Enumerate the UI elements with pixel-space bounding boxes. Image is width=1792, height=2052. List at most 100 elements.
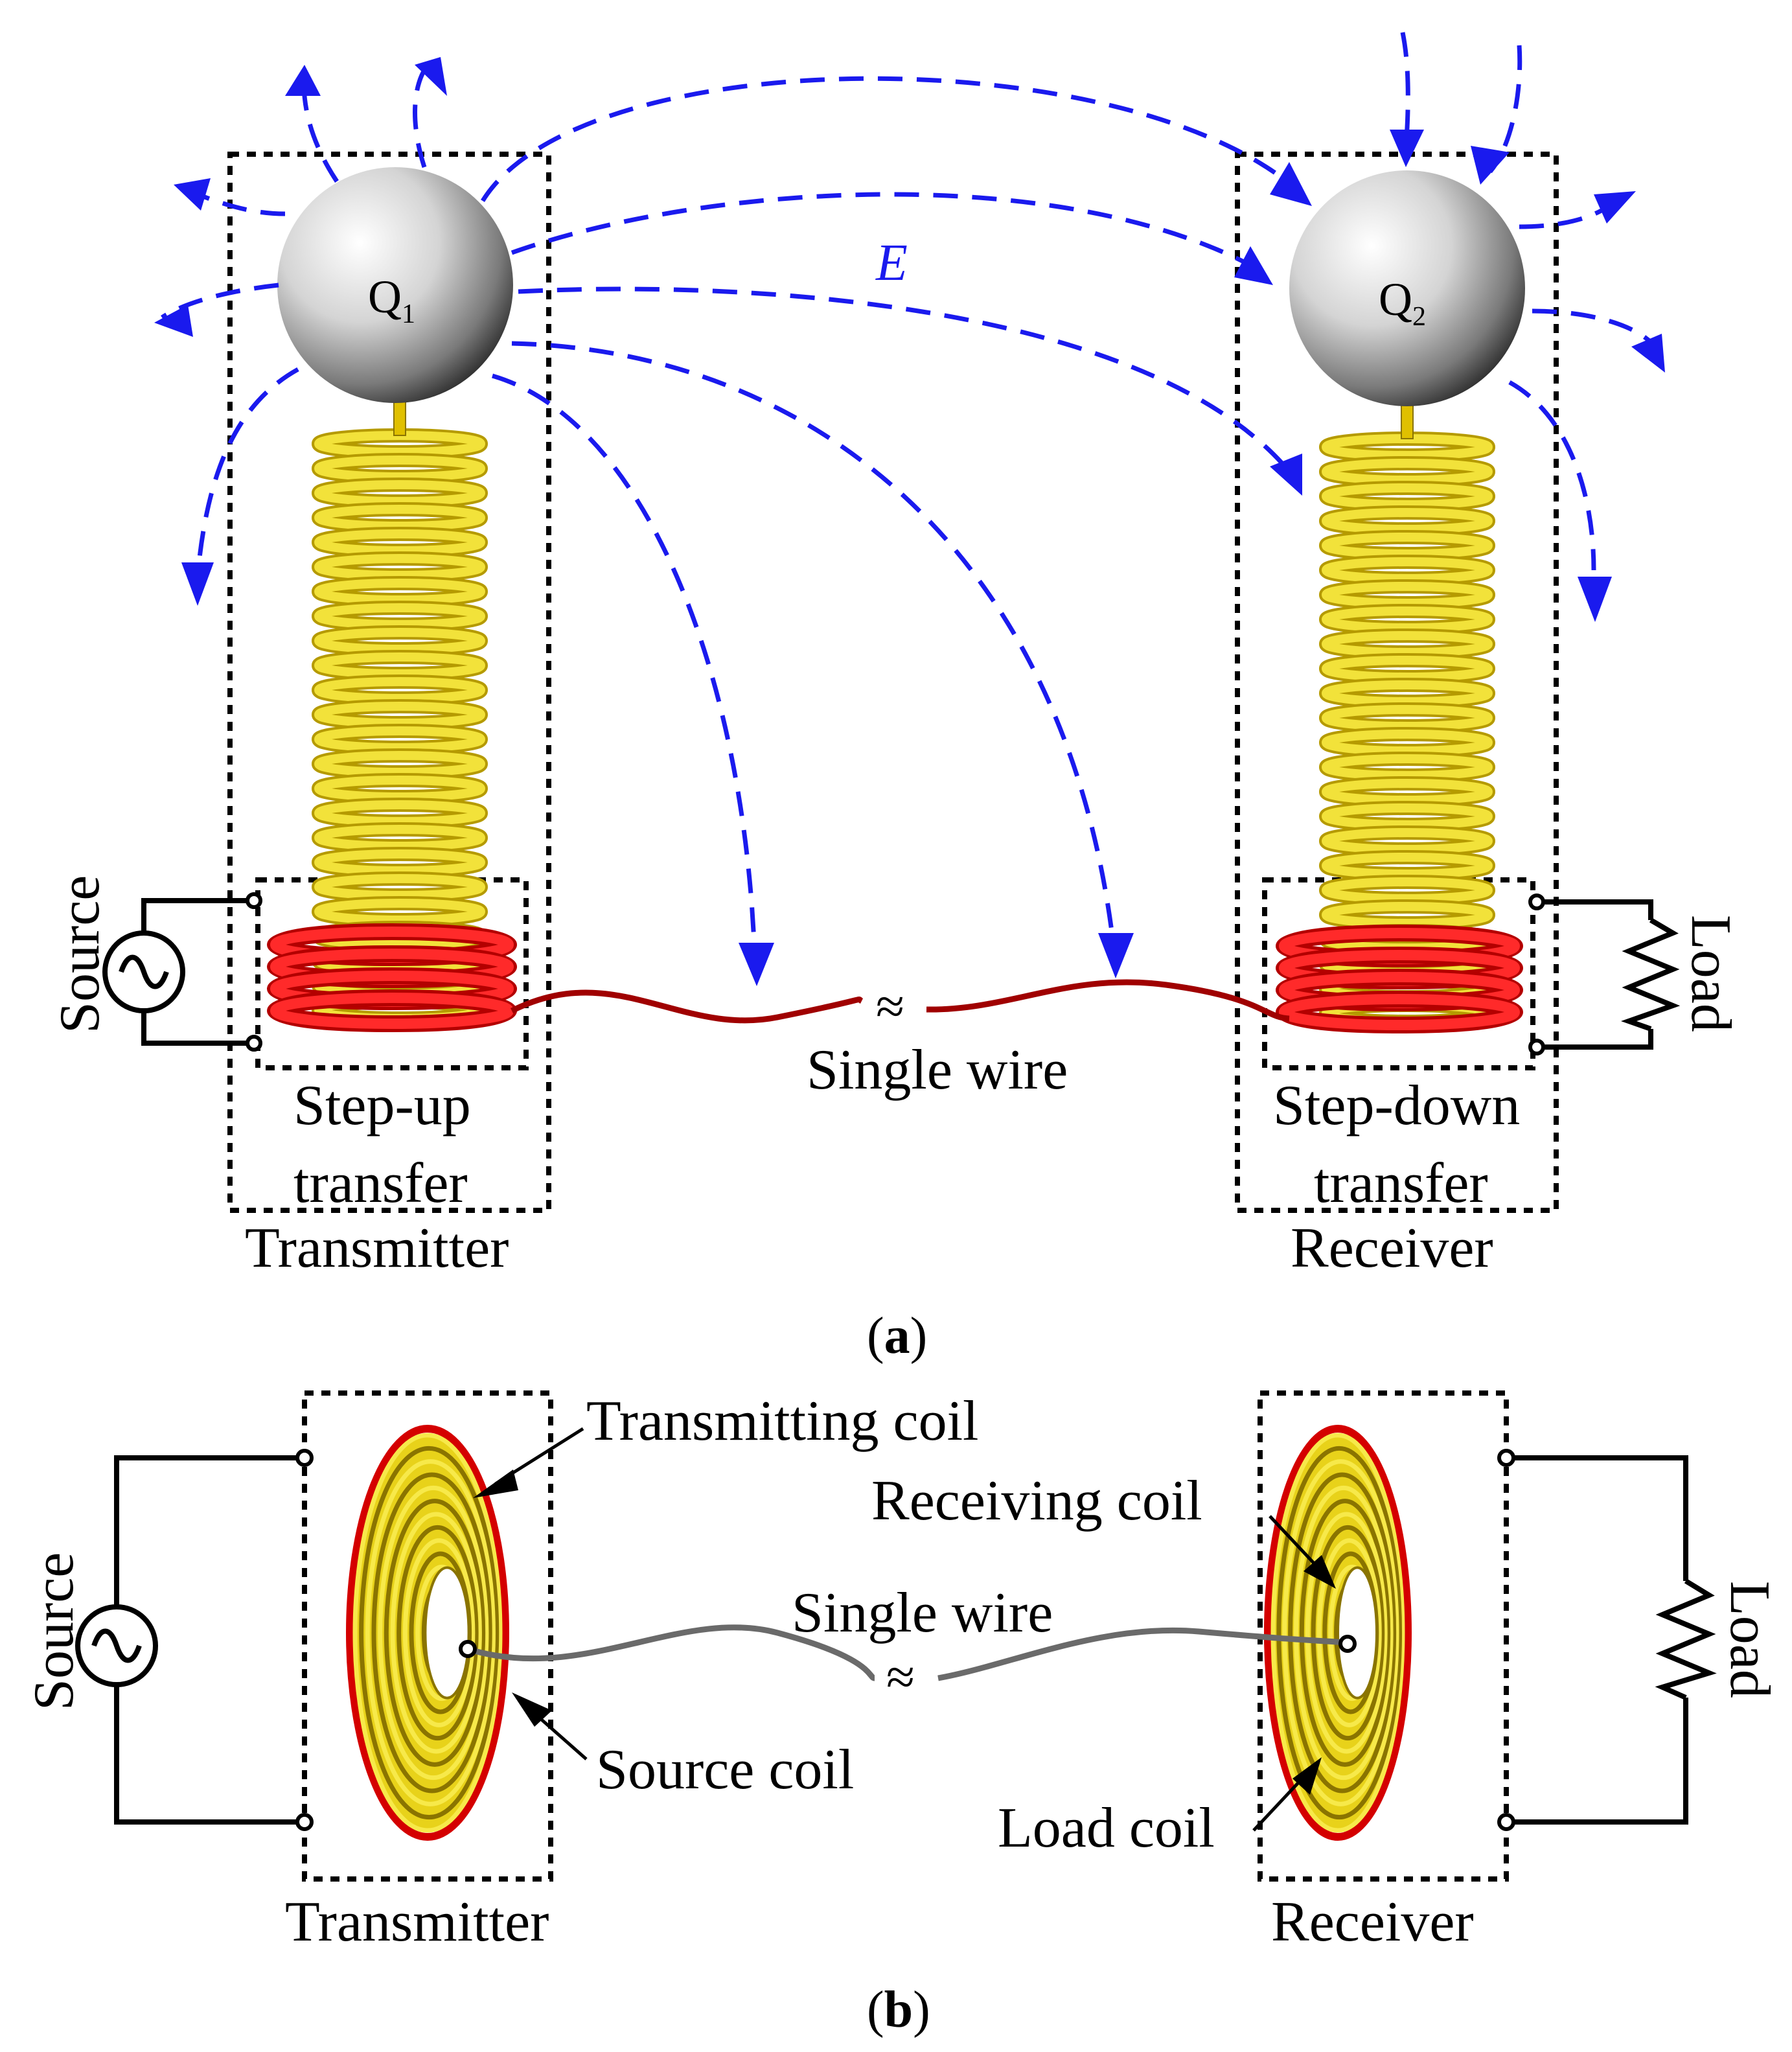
- step-up-primary-coil: [267, 923, 517, 1032]
- spiral-turn: [1293, 1485, 1394, 1781]
- coil-turn: [314, 579, 485, 605]
- spiral-turn: [384, 1499, 486, 1767]
- coil-turn: [314, 874, 485, 900]
- spiral-turn: [1316, 1538, 1382, 1727]
- left-stem: [393, 401, 406, 436]
- coil-turn: [1322, 483, 1493, 509]
- coil-turn: [314, 505, 485, 531]
- coil-turn: [1322, 853, 1493, 879]
- caption-b: (b): [867, 1981, 930, 2038]
- terminal-icon: [295, 1449, 314, 1467]
- coil-turn: [314, 480, 485, 506]
- panel-a: Q1 Q2: [49, 32, 1742, 1365]
- source-coil-ring: [346, 1425, 509, 1841]
- coil-turn: [1322, 828, 1493, 854]
- coil-turn: [1279, 994, 1520, 1030]
- step-up-label-line1: Step-up: [293, 1074, 471, 1137]
- step-down-secondary-coil: [1276, 925, 1523, 1033]
- coil-turn: [270, 993, 514, 1029]
- charge-sphere-q2: [1289, 170, 1525, 406]
- receiving-coil: [1264, 1425, 1412, 1841]
- coil-center: [424, 1566, 470, 1700]
- coil-turn: [314, 751, 485, 777]
- source-coil-label: Source coil: [596, 1738, 854, 1801]
- coil-turn: [314, 849, 485, 875]
- coil-turn: [1322, 705, 1493, 731]
- coil-turn: [314, 726, 485, 752]
- load-circuit-a: [1528, 893, 1681, 1055]
- spiral-turn: [359, 1446, 500, 1820]
- single-wire-label: Single wire: [807, 1039, 1068, 1101]
- terminal-icon: [1528, 893, 1545, 910]
- q2-label: Q2: [1379, 273, 1426, 332]
- q1-label: Q1: [368, 271, 415, 329]
- spiral-turn: [378, 1485, 489, 1781]
- terminal-icon: [1497, 1449, 1515, 1467]
- source-circuit-a: [102, 892, 262, 1052]
- coil-turn: [1322, 533, 1493, 559]
- coil-turn: [314, 800, 485, 826]
- resistor-icon: [1620, 917, 1681, 1032]
- step-down-label-line2: transfer: [1314, 1152, 1488, 1215]
- coil-turn: [314, 702, 485, 728]
- step-down-box: [1262, 877, 1535, 1070]
- charge-sphere-q1: [277, 167, 513, 403]
- coil-turn: [1322, 779, 1493, 805]
- coil-turn: [1322, 680, 1493, 706]
- transmitter-label-a: Transmitter: [245, 1217, 509, 1280]
- coil-turn: [314, 677, 485, 703]
- single-wire-right: [926, 979, 1290, 1022]
- spiral-turn: [1305, 1512, 1388, 1754]
- load-coil-ring: [1264, 1425, 1412, 1841]
- coil-turn: [314, 455, 485, 481]
- spiral-turn: [371, 1472, 492, 1793]
- panel-b: ≈ Single wire Transmitting coil Source c…: [23, 1390, 1781, 2038]
- transmitting-coil: [346, 1425, 509, 1841]
- coil-turn: [314, 825, 485, 851]
- ac-source-icon: [102, 930, 185, 1013]
- ac-source-icon-b: [75, 1604, 158, 1687]
- spiral-turn: [402, 1538, 476, 1727]
- right-stem: [1401, 404, 1414, 439]
- transmitter-box: [227, 152, 551, 1213]
- step-up-label-line2: transfer: [293, 1152, 468, 1215]
- terminal-icon: [295, 1813, 314, 1831]
- spiral-turn: [390, 1512, 482, 1754]
- coil-terminal-icon: [459, 1640, 477, 1658]
- coil-turn: [314, 529, 485, 555]
- wire-break-symbol: ≈: [876, 978, 904, 1035]
- transmitter-box-b: [302, 1390, 553, 1882]
- field-label: E: [875, 235, 908, 292]
- coil-turn: [314, 628, 485, 654]
- wire-break-symbol-b: ≈: [886, 1649, 915, 1706]
- coil-center: [1337, 1566, 1378, 1700]
- step-up-box: [255, 877, 529, 1070]
- coil-turn: [1322, 508, 1493, 534]
- coil-turn: [1322, 459, 1493, 485]
- electric-field-lines: [154, 32, 1665, 986]
- terminal-icon: [1528, 1039, 1545, 1055]
- receiver-box: [1235, 152, 1559, 1213]
- terminal-icon: [246, 892, 262, 909]
- source-label-b: Source: [23, 1552, 86, 1711]
- spiral-turn: [1288, 1472, 1397, 1793]
- resistor-icon-b: [1655, 1578, 1717, 1700]
- coil-turn: [314, 776, 485, 801]
- coil-turn: [314, 899, 485, 925]
- receiver-label-a: Receiver: [1291, 1217, 1493, 1280]
- spiral-turn: [365, 1459, 496, 1806]
- coil-turn: [1322, 902, 1493, 928]
- coil-terminal-icon: [1338, 1635, 1357, 1653]
- load-label-b: Load: [1718, 1581, 1781, 1698]
- coil-pointers: [473, 1427, 1336, 1832]
- terminal-icon: [1497, 1813, 1515, 1831]
- spiral-turn: [1282, 1459, 1399, 1806]
- coil-turn: [1322, 631, 1493, 657]
- load-circuit-b: [1497, 1449, 1717, 1831]
- single-wire-left: [510, 989, 864, 1024]
- terminal-icon: [246, 1035, 262, 1052]
- single-wire-b-right: [937, 1627, 1348, 1681]
- load-label-a: Load: [1679, 915, 1742, 1032]
- coil-turn: [1322, 582, 1493, 608]
